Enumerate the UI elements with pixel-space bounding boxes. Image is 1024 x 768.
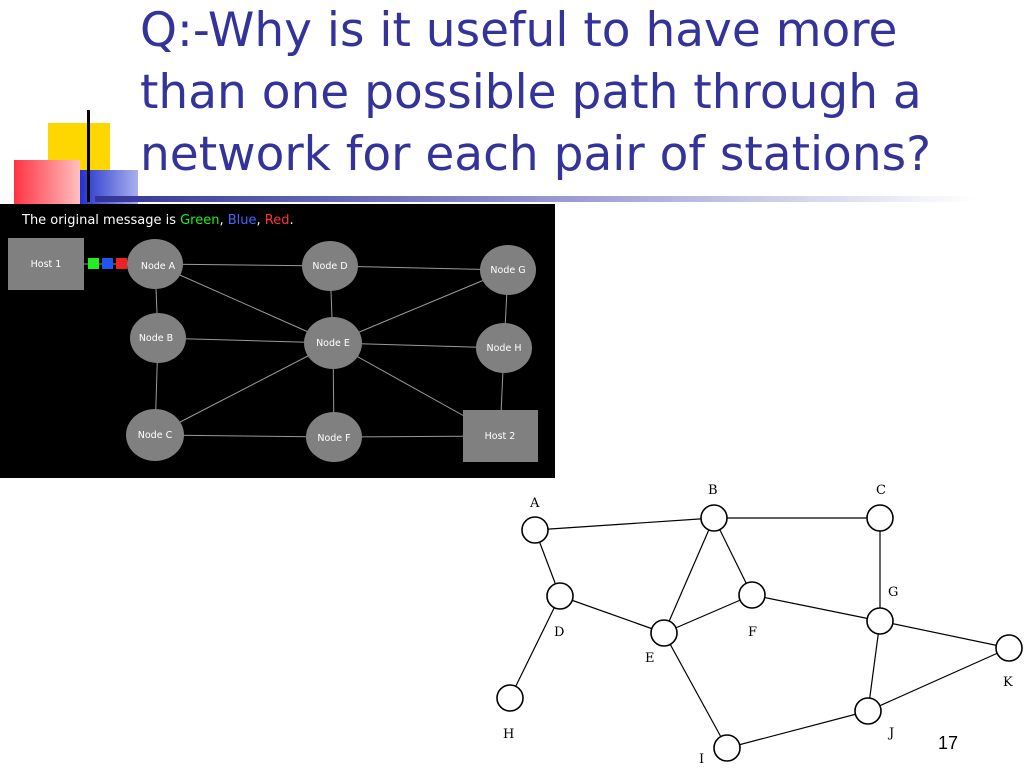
caption-sep1: , (219, 213, 227, 228)
caption-blue: Blue (228, 213, 257, 228)
network-diagram-svg: The original message is Green, Blue, Red… (8, 213, 538, 462)
graph-edges (509, 517, 1010, 749)
node-b-label: Node B (139, 333, 173, 344)
vertex-a-label: A (529, 496, 540, 511)
edge-j-k (867, 647, 1010, 712)
vertex-j-label: J (887, 726, 894, 741)
edge-i-j (726, 710, 869, 749)
vertex-a (521, 516, 549, 544)
vertex-h (496, 684, 524, 712)
edge-f-g (751, 594, 881, 622)
edge-d-e (559, 595, 665, 634)
caption-prefix: The original message is (21, 213, 180, 228)
packet-green (88, 258, 99, 269)
vertex-e-label: E (645, 651, 655, 666)
link-a-e (154, 263, 334, 344)
vertex-g-label: G (888, 585, 898, 600)
edge-d-h (509, 595, 561, 699)
link-c-f (154, 434, 335, 438)
vertex-j (854, 697, 882, 725)
vertex-f-label: F (748, 625, 757, 640)
node-d-label: Node D (312, 261, 347, 272)
caption-sep2: , (257, 213, 265, 228)
edge-b-e (663, 517, 715, 634)
link-g-e (332, 269, 509, 344)
node-d (302, 241, 358, 291)
link-c-e (154, 342, 334, 436)
page-number: 17 (938, 733, 959, 753)
node-c (126, 409, 184, 461)
host-2-label: Host 2 (485, 431, 516, 442)
graph-diagram-svg: A B C D E F G H I J K (496, 483, 1023, 767)
vertex-h-label: H (503, 727, 514, 742)
vertex-c (866, 504, 894, 532)
vertex-k (995, 634, 1023, 662)
link-a-d (154, 263, 331, 267)
host-2 (463, 410, 538, 462)
node-h (476, 323, 532, 373)
diagram-caption: The original message is Green, Blue, Red… (21, 213, 294, 228)
edge-b-f (713, 517, 753, 596)
deco-vertical-line (87, 110, 90, 202)
vertex-b-label: B (708, 483, 718, 498)
node-f-label: Node F (317, 433, 350, 444)
node-g-label: Node G (490, 265, 525, 276)
vertex-g (866, 607, 894, 635)
vertex-d-label: D (554, 625, 564, 640)
node-a (127, 239, 183, 289)
vertex-i-label: I (699, 752, 704, 767)
edge-g-j (867, 620, 881, 712)
node-e (304, 317, 362, 369)
slide-title: Q:-Why is it useful to have more than on… (140, 3, 932, 182)
vertex-i (713, 734, 741, 762)
graph-vertices (496, 504, 1023, 762)
title-underline (95, 196, 975, 202)
node-h-label: Node H (487, 343, 522, 354)
caption-red: Red (265, 213, 290, 228)
packet-red (116, 258, 127, 269)
network-diagram-panel: The original message is Green, Blue, Red… (0, 204, 555, 478)
link-b-e (157, 337, 334, 344)
edge-a-b (534, 517, 715, 531)
vertex-b (700, 504, 728, 532)
caption-green: Green (180, 213, 219, 228)
host-1 (8, 238, 84, 290)
packet-blue (102, 258, 113, 269)
caption-end: . (290, 213, 294, 228)
node-f (306, 412, 362, 462)
edge-e-f (663, 594, 753, 634)
edge-e-i (663, 632, 728, 749)
deco-red-square (14, 160, 80, 204)
node-e-label: Node E (316, 338, 350, 349)
link-d-g (329, 265, 509, 271)
vertex-d (546, 582, 574, 610)
host-1-label: Host 1 (31, 259, 62, 270)
node-c-label: Node C (138, 430, 173, 441)
vertex-f (738, 581, 766, 609)
vertex-e (650, 619, 678, 647)
node-b (130, 313, 186, 363)
vertex-k-label: K (1003, 675, 1013, 690)
edge-g-k (879, 620, 1010, 649)
node-g (480, 245, 536, 295)
node-a-label: Node A (141, 261, 176, 272)
vertex-c-label: C (876, 483, 886, 498)
